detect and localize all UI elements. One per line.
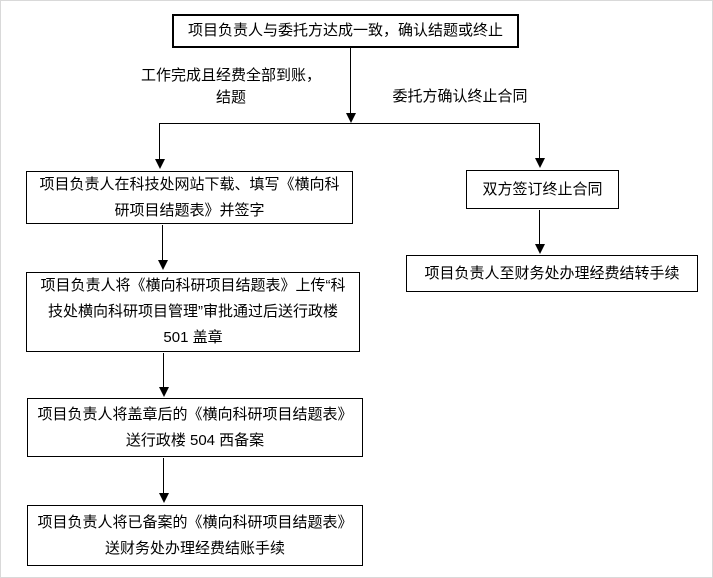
node-text-line: 项目负责人将盖章后的《横向科研项目结题表》	[37, 405, 353, 423]
node-text-line: 项目负责人在科技处网站下载、填写《横向科	[39, 175, 340, 193]
arrowhead-branch-to-left1	[155, 159, 165, 169]
edge-label-line: 委托方确认终止合同	[392, 88, 528, 105]
connector-right1-to-right2	[539, 210, 540, 244]
node-text-line: 501 盖章	[163, 329, 223, 346]
connector-left2-to-left3	[163, 353, 164, 387]
connector-branch-horizontal	[159, 123, 540, 124]
node-finance-settlement: 项目负责人将已备案的《横向科研项目结题表》 送财务处办理经费结账手续	[27, 505, 363, 566]
connector-left3-to-left4	[163, 458, 164, 493]
node-text-line: 送财务处办理经费结账手续	[104, 539, 285, 557]
node-file-record-504-west: 项目负责人将盖章后的《横向科研项目结题表》 送行政楼 504 西备案	[27, 398, 363, 457]
node-funds-transfer: 项目负责人至财务处办理经费结转手续	[406, 255, 698, 292]
connector-branch-to-right1	[539, 124, 540, 158]
node-text: 项目负责人与委托方达成一致，确认结题或终止	[187, 22, 503, 39]
node-text-line: 项目负责人将已备案的《横向科研项目结题表》	[37, 513, 353, 531]
node-text: 项目负责人至财务处办理经费结转手续	[424, 264, 680, 282]
node-text-line: 研项目结题表》并签字	[114, 201, 265, 219]
arrowhead-left1-to-left2	[158, 260, 168, 270]
arrowhead-branch-to-right1	[535, 158, 545, 168]
arrowhead-left3-to-left4	[159, 493, 169, 503]
edge-label-termination: 委托方确认终止合同	[380, 86, 540, 108]
edge-label-line: 工作完成且经费全部到账，	[141, 67, 322, 84]
node-download-fill-completion-form: 项目负责人在科技处网站下载、填写《横向科 研项目结题表》并签字	[26, 171, 353, 224]
node-text-line: 送行政楼 504 西备案	[125, 431, 265, 449]
node-text-line: 项目负责人将《横向科研项目结题表》上传“科	[40, 277, 346, 294]
node-sign-termination-contract: 双方签订终止合同	[466, 170, 619, 209]
edge-label-line: 结题	[215, 89, 246, 106]
arrowhead-top-to-branch	[346, 113, 356, 123]
node-text: 双方签订终止合同	[482, 180, 603, 198]
node-confirm-completion-or-termination: 项目负责人与委托方达成一致，确认结题或终止	[172, 14, 519, 48]
node-text-line: 技处横向科研项目管理”审批通过后送行政楼	[48, 303, 338, 320]
connector-branch-to-left1	[159, 124, 160, 159]
node-upload-approval-stamp-501: 项目负责人将《横向科研项目结题表》上传“科 技处横向科研项目管理”审批通过后送行…	[26, 272, 360, 352]
edge-label-completion: 工作完成且经费全部到账， 结题	[141, 65, 321, 109]
arrowhead-left2-to-left3	[159, 387, 169, 397]
connector-left1-to-left2	[162, 225, 163, 260]
arrowhead-right1-to-right2	[535, 244, 545, 254]
connector-top-to-branch	[350, 48, 351, 113]
